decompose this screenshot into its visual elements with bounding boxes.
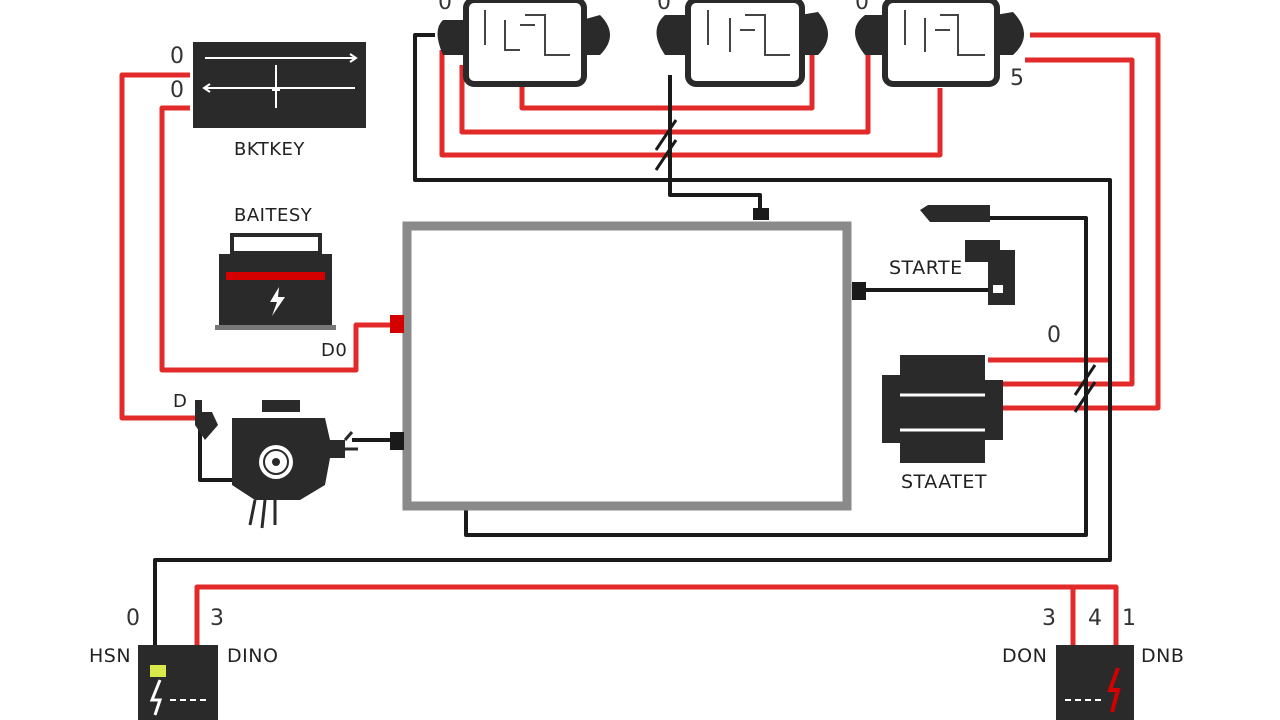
- wire-alternator-ground: [198, 425, 235, 482]
- relay3-pin-number: 0: [855, 0, 869, 15]
- alternator-pin-label: D: [173, 391, 188, 412]
- wire-relay1-b: [459, 55, 871, 135]
- wire-topcomp-panel: [159, 105, 400, 373]
- bottom-left-label-b: DINO: [227, 645, 279, 667]
- wire-relay-to-panel: [668, 75, 762, 214]
- panel-terminal-left-red: [390, 315, 404, 333]
- panel-terminal-right: [852, 282, 866, 300]
- fuse-box-bottom-left: [138, 645, 218, 720]
- bottom-right-label-a: DON: [1002, 645, 1048, 667]
- wire-bottom-run: [194, 584, 1119, 660]
- bottom-left-number-3: 3: [210, 606, 224, 631]
- bottom-right-number-1: 1: [1122, 606, 1136, 631]
- bottom-right-number-3: 3: [1042, 606, 1056, 631]
- relay2-pin-number: 0: [657, 0, 671, 15]
- starter-motor-label: STAATET: [901, 471, 987, 493]
- panel-terminal-top: [753, 208, 769, 220]
- battery-pin-label: D0: [321, 340, 348, 361]
- bottom-left-number-0: 0: [126, 606, 140, 631]
- hatch-right: [1073, 364, 1097, 413]
- top-comp-pin2-number: 0: [170, 78, 184, 103]
- bottom-right-number-4: 4: [1088, 606, 1102, 631]
- fuse-box-bottom-right: [1056, 645, 1134, 720]
- relay-icon-1: [437, 0, 610, 87]
- red-wires: [119, 32, 1161, 660]
- battery-label: BAITESY: [234, 205, 313, 226]
- panel-terminal-left: [390, 432, 404, 450]
- wire-relay1-a: [439, 50, 943, 158]
- bottom-left-label-a: HSN: [89, 645, 132, 667]
- wire-ground-main: [153, 33, 1112, 655]
- starter-switch-icon: [920, 205, 1015, 305]
- battery-icon: [215, 233, 336, 330]
- wire-relay3-right-outer: [1003, 32, 1161, 411]
- wire-topcomp-alternator: [119, 72, 196, 421]
- starter-switch-label: STARTE: [889, 257, 963, 279]
- wire-relay3-right-inner: [1003, 57, 1135, 387]
- top-comp-pin1-number: 0: [170, 44, 184, 69]
- central-panel: [402, 221, 852, 511]
- hatch-top: [654, 119, 678, 171]
- relay3-side-number: 5: [1010, 66, 1024, 91]
- fuse-box-icon: [193, 42, 366, 128]
- starter-pin-number: 0: [1047, 323, 1061, 348]
- alternator-icon: [195, 400, 358, 529]
- top-component-label: BKTKEY: [234, 139, 305, 160]
- starter-motor-icon: [882, 355, 1003, 463]
- relay-icon-3: [855, 0, 1024, 87]
- black-wires: [153, 33, 1112, 655]
- wire-switch-loop: [464, 216, 1088, 537]
- bottom-right-label-b: DNB: [1141, 645, 1185, 667]
- relay-icon-2: [656, 0, 828, 87]
- wire-relay2: [519, 55, 815, 111]
- relay1-pin-number: 0: [438, 0, 452, 15]
